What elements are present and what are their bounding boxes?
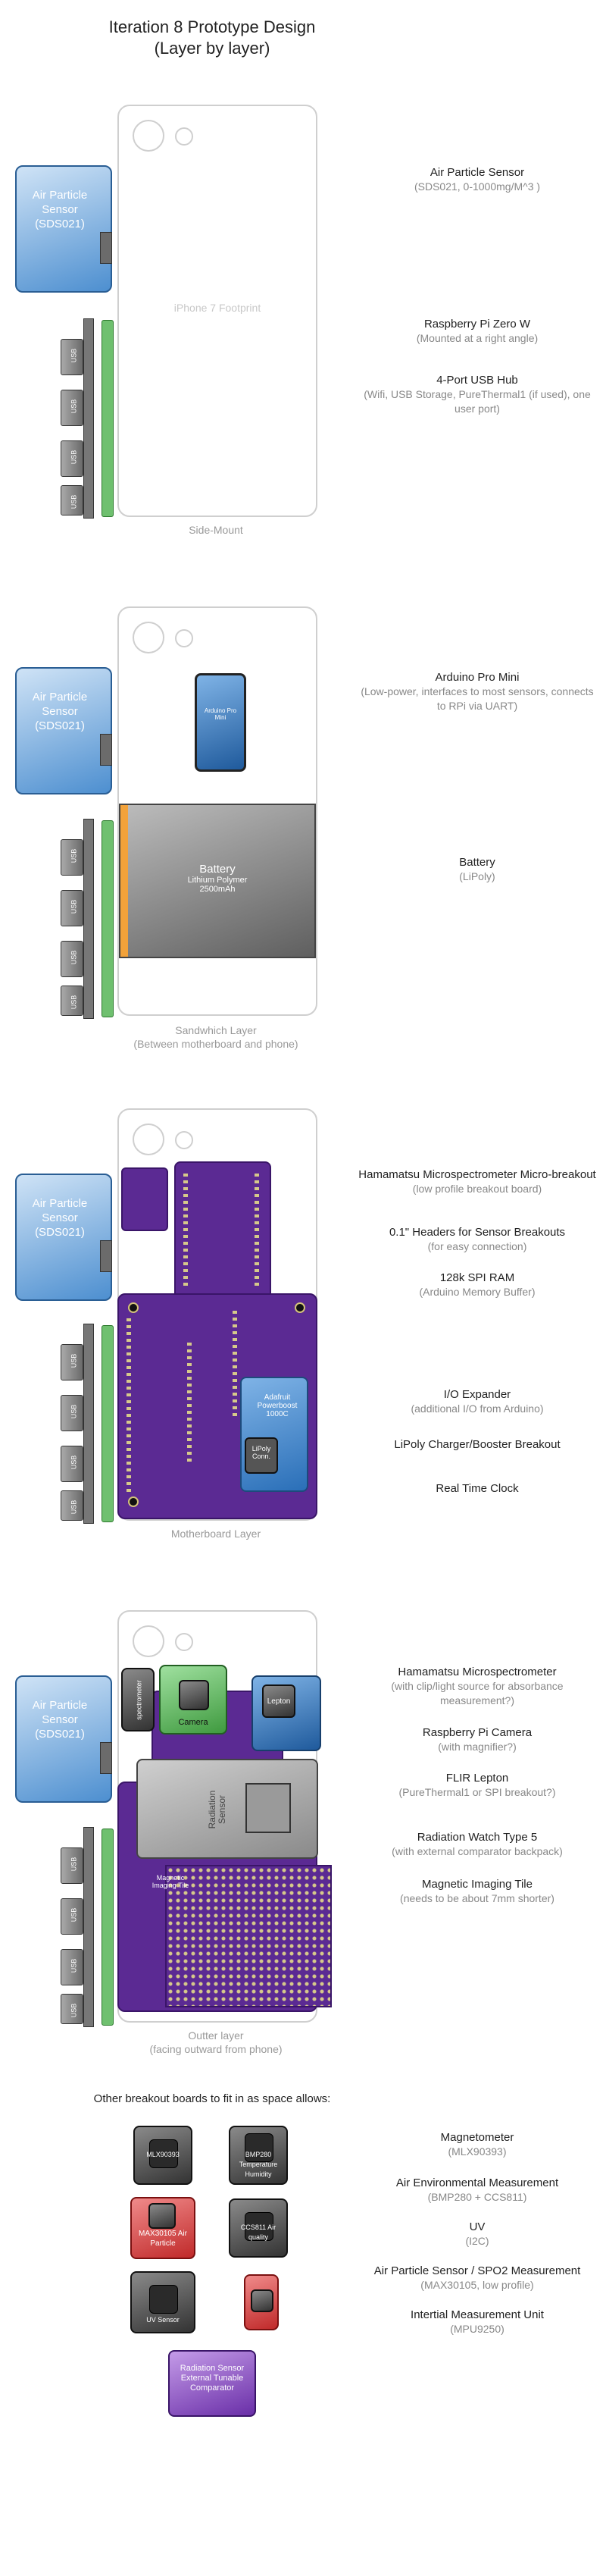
- usb-port-1: USB: [61, 1344, 83, 1380]
- flash-ring-icon: [175, 1633, 193, 1651]
- breakouts-heading: Other breakout boards to fit in as space…: [93, 2092, 331, 2105]
- sensor-port: [100, 1742, 112, 1774]
- note-usb-hub: 4-Port USB Hub(Wifi, USB Storage, PureTh…: [364, 374, 591, 415]
- note-radiation-watch: Radiation Watch Type 5(with external com…: [392, 1831, 563, 1857]
- raspberry-pi-zero: [102, 820, 114, 1017]
- page-title: Iteration 8 Prototype Design (Layer by l…: [108, 17, 316, 58]
- note-air-environmental: Air Environmental Measurement(BMP280 + C…: [395, 2176, 559, 2203]
- note-uv: UV(I2C): [465, 2220, 489, 2247]
- note-headers: 0.1" Headers for Sensor Breakouts(for ea…: [389, 1226, 566, 1252]
- layer1-caption: Side-Mount: [189, 524, 243, 536]
- camera-ring-icon: [133, 120, 164, 152]
- usb-port-2: USB: [61, 890, 83, 926]
- breakout-ccs811: CCS811 Air quality: [229, 2198, 288, 2258]
- note-pi-camera: Raspberry Pi Camera(with magnifier?): [422, 1726, 533, 1753]
- camera-ring-icon: [133, 1625, 164, 1657]
- air-particle-sensor: Air Particle Sensor (SDS021): [15, 165, 112, 293]
- note-flir-lepton: FLIR Lepton(PureThermal1 or SPI breakout…: [398, 1772, 556, 1798]
- radiation-detector-window: [245, 1783, 291, 1833]
- battery: Battery Lithium Polymer 2500mAh: [119, 804, 316, 958]
- lepton-sensor-icon: Lepton: [262, 1684, 295, 1718]
- usb-port-3: USB: [61, 1446, 83, 1482]
- phone-footprint-label: iPhone 7 Footprint: [173, 302, 261, 314]
- breakout-bmp280: BMP280 Temperature Humidity: [229, 2126, 288, 2185]
- flash-ring-icon: [175, 1131, 193, 1149]
- camera-lens-icon: [179, 1680, 209, 1710]
- note-real-time-clock: Real Time Clock: [436, 1482, 519, 1495]
- usb-port-4: USB: [61, 1490, 83, 1521]
- usb-port-3: USB: [61, 440, 83, 477]
- note-spo2: Air Particle Sensor / SPO2 Measurement(M…: [373, 2264, 581, 2291]
- flash-ring-icon: [175, 629, 193, 647]
- usb-port-4: USB: [61, 485, 83, 516]
- motherboard-upper: [174, 1161, 271, 1301]
- layer4-caption: Outter layer(facing outward from phone): [149, 2029, 283, 2055]
- motherboard: Adafruit Powerboost 1000C LiPoly Conn.: [117, 1293, 317, 1519]
- usb-hub-board: [83, 1324, 94, 1524]
- layer3-caption: Motherboard Layer: [170, 1528, 261, 1540]
- usb-port-4: USB: [61, 986, 83, 1016]
- note-arduino-pro-mini: Arduino Pro Mini(Low-power, interfaces t…: [361, 671, 594, 712]
- air-particle-sensor: Air Particle Sensor (SDS021): [15, 667, 112, 794]
- note-spectrometer-breakout: Hamamatsu Microspectrometer Micro-breako…: [358, 1168, 596, 1195]
- note-raspberry-pi-zero: Raspberry Pi Zero W(Mounted at a right a…: [416, 318, 539, 344]
- spectrometer-breakout: [121, 1167, 168, 1231]
- usb-port-1: USB: [61, 839, 83, 876]
- air-particle-sensor: Air Particle Sensor (SDS021): [15, 1675, 112, 1803]
- breakout-mlx90393: MLX90393: [133, 2126, 192, 2185]
- raspberry-pi-camera: Camera: [159, 1665, 227, 1735]
- raspberry-pi-zero: [102, 1325, 114, 1522]
- radiation-sensor: Radiation Sensor: [136, 1759, 318, 1859]
- battery-connector: [120, 805, 128, 957]
- usb-port-3: USB: [61, 941, 83, 977]
- camera-ring-icon: [133, 1123, 164, 1155]
- note-spi-ram: 128k SPI RAM(Arduino Memory Buffer): [419, 1271, 536, 1298]
- flash-ring-icon: [175, 127, 193, 146]
- usb-hub-board: [83, 318, 94, 519]
- sensor-port: [100, 232, 112, 264]
- raspberry-pi-zero: [102, 320, 114, 517]
- raspberry-pi-zero: [102, 1829, 114, 2026]
- note-battery: Battery(LiPoly): [459, 856, 495, 882]
- usb-port-1: USB: [61, 1847, 83, 1884]
- note-lipoly-charger: LiPoly Charger/Booster Breakout: [394, 1438, 561, 1451]
- note-microspectrometer: Hamamatsu Microspectrometer(with clip/li…: [391, 1666, 564, 1706]
- usb-hub-board: [83, 1827, 94, 2027]
- air-particle-sensor: Air Particle Sensor (SDS021): [15, 1174, 112, 1301]
- camera-ring-icon: [133, 622, 164, 653]
- note-magnetic-tile: Magnetic Imaging Tile(needs to be about …: [400, 1878, 554, 1904]
- breakout-radiation-comparator: Radiation Sensor External Tunable Compar…: [168, 2350, 256, 2417]
- phone-footprint-2: Arduino Pro Mini Battery Lithium Polymer…: [117, 606, 317, 1016]
- spectrometer-module: spectrometer: [121, 1668, 155, 1731]
- magnetic-tile-label: Magnetic Imaging Tile: [152, 1874, 189, 1889]
- usb-port-1: USB: [61, 339, 83, 375]
- usb-port-3: USB: [61, 1949, 83, 1985]
- breakout-max30105: MAX30105 Air Particle: [130, 2197, 195, 2259]
- usb-port-4: USB: [61, 1994, 83, 2024]
- magnetic-imaging-tile: [165, 1865, 332, 2007]
- sensor-port: [100, 1240, 112, 1272]
- phone-footprint: iPhone 7 Footprint: [117, 105, 317, 517]
- flir-lepton: Lepton: [251, 1675, 321, 1751]
- powerboost-breakout: Adafruit Powerboost 1000C: [240, 1377, 308, 1492]
- usb-port-2: USB: [61, 390, 83, 426]
- sensor-port: [100, 734, 112, 766]
- note-air-particle-sensor: Air Particle Sensor(SDS021, 0-1000mg/M^3…: [414, 166, 541, 193]
- layer2-caption: Sandwhich Layer(Between motherboard and …: [133, 1024, 298, 1050]
- lipoly-connector: LiPoly Conn.: [245, 1437, 278, 1474]
- note-imu: Intertial Measurement Unit(MPU9250): [411, 2308, 544, 2335]
- breakout-mpu9250: [244, 2274, 279, 2330]
- note-magnetometer: Magnetometer(MLX90393): [440, 2131, 514, 2158]
- usb-hub-board: [83, 819, 94, 1019]
- note-io-expander: I/O Expander(additional I/O from Arduino…: [411, 1388, 544, 1415]
- arduino-pro-mini: Arduino Pro Mini: [195, 673, 246, 772]
- usb-port-2: USB: [61, 1395, 83, 1431]
- breakout-uv: UV Sensor: [130, 2271, 195, 2333]
- usb-port-2: USB: [61, 1898, 83, 1935]
